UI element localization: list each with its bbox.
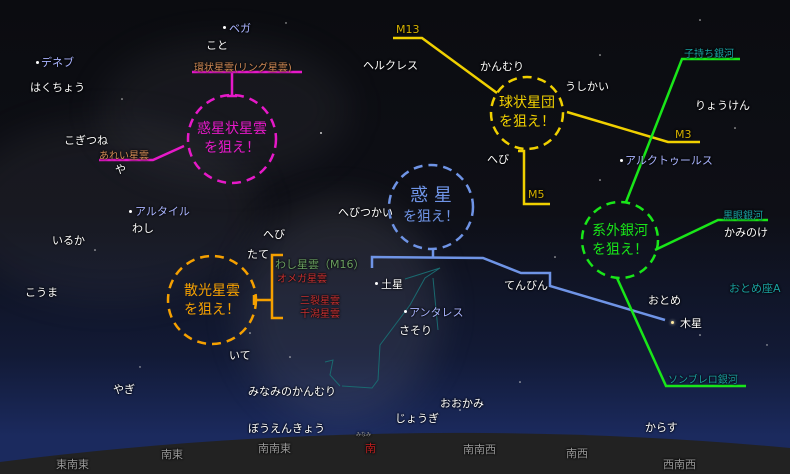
constellation-norma: じょうぎ bbox=[395, 412, 439, 425]
target-m3: M3 bbox=[675, 128, 692, 141]
constellation-sagitta: や bbox=[115, 163, 126, 176]
constellation-coma-berenices: かみのけ bbox=[724, 226, 768, 239]
star-arcturus: アルクトゥールス bbox=[625, 154, 713, 167]
star-antares: アンタレス bbox=[409, 306, 464, 319]
target-m13: M13 bbox=[396, 23, 420, 36]
constellation-serpens: へび bbox=[487, 153, 509, 166]
star-vega: ベガ bbox=[229, 22, 251, 35]
target-m5: M5 bbox=[528, 188, 545, 201]
direction-s-ruby: みなみ bbox=[356, 432, 372, 438]
direction-se: 南東 bbox=[161, 448, 183, 461]
scorpius-lines bbox=[324, 267, 441, 389]
target-sombrero-galaxy: ソンブレロ銀河 bbox=[668, 375, 738, 386]
target-eagle-nebula: わし星雲（M16） bbox=[275, 258, 365, 271]
constellation-delphinus: いるか bbox=[52, 234, 85, 247]
planet-saturn: 土星 bbox=[381, 278, 403, 291]
callout-title: 球状星団 bbox=[499, 95, 555, 111]
constellation-libra: てんびん bbox=[504, 279, 548, 292]
constellation-cygnus: はくちょう bbox=[30, 81, 85, 94]
constellation-ophiuchus: へびつかい bbox=[338, 206, 393, 219]
constellation-scutum: たて bbox=[247, 248, 269, 261]
constellation-corvus: からす bbox=[645, 421, 678, 434]
target-black-eye-galaxy: 黒眼銀河 bbox=[723, 211, 763, 222]
target-dumbbell-nebula: あれい星雲 bbox=[99, 151, 149, 162]
constellation-virgo: おとめ bbox=[648, 294, 681, 307]
direction-ese: 東南東 bbox=[56, 458, 89, 471]
constellation-equuleus: こうま bbox=[25, 286, 58, 299]
constellation-canes-venatici: りょうけん bbox=[695, 99, 750, 112]
constellation-aquila: わし bbox=[132, 222, 154, 235]
target-whirlpool-galaxy: 子持ち銀河 bbox=[684, 49, 734, 60]
constellation-capricornus: やぎ bbox=[113, 383, 135, 396]
constellation-hercules: ヘルクレス bbox=[363, 59, 418, 72]
star-deneb: デネブ bbox=[41, 56, 74, 69]
constellation-serpens-cauda: へび bbox=[263, 228, 285, 241]
callout-sub: を狙え！ bbox=[403, 209, 459, 225]
callout-title: 惑 星 bbox=[410, 185, 452, 206]
constellation-corona-borealis: かんむり bbox=[480, 60, 524, 73]
direction-wsw: 西南西 bbox=[663, 458, 696, 471]
diffuse-nebula-callout: 散光星雲を狙え！ bbox=[162, 282, 262, 320]
horizon-ground bbox=[0, 432, 790, 474]
constellation-lyra: こと bbox=[206, 39, 228, 52]
target-omega-nebula: オメガ星雲 bbox=[277, 274, 327, 285]
callout-sub: を狙え！ bbox=[184, 302, 240, 318]
direction-s: 南 bbox=[365, 442, 376, 455]
galaxy-callout: 系外銀河を狙え！ bbox=[570, 222, 670, 260]
callout-sub: を狙え！ bbox=[499, 114, 555, 130]
callout-title: 惑星状星雲 bbox=[197, 121, 267, 137]
planet-jupiter: 木星 bbox=[680, 317, 702, 330]
target-trifid-nebula: 三裂星雲 bbox=[300, 296, 340, 307]
callout-sub: を狙え！ bbox=[592, 242, 648, 258]
constellation-lupus: おおかみ bbox=[440, 397, 484, 410]
planetary-nebula-callout: 惑星状星雲を狙え！ bbox=[182, 120, 282, 158]
direction-sse: 南南東 bbox=[258, 442, 291, 455]
constellation-telescopium: ぼうえんきょう bbox=[248, 422, 325, 435]
globular-cluster-callout: 球状星団を狙え！ bbox=[477, 94, 577, 132]
planet-callout: 惑 星を狙え！ bbox=[381, 184, 481, 227]
callout-title: 散光星雲 bbox=[184, 283, 240, 299]
constellation-scorpius: さそり bbox=[399, 324, 432, 337]
constellation-corona-australis: みなみのかんむり bbox=[248, 385, 336, 398]
constellation-sagittarius: いて bbox=[229, 349, 251, 362]
callout-title: 系外銀河 bbox=[592, 223, 648, 239]
direction-ssw: 南南西 bbox=[463, 443, 496, 456]
target-ring-nebula: 環状星雲(リング星雲) bbox=[194, 63, 292, 74]
constellation-vulpecula: こぎつね bbox=[64, 134, 108, 147]
callout-sub: を狙え！ bbox=[204, 140, 260, 156]
direction-sw: 南西 bbox=[566, 447, 588, 460]
star-altair: アルタイル bbox=[135, 205, 190, 218]
target-virgo-a: おとめ座A bbox=[729, 282, 781, 295]
target-lagoon-nebula: 千潟星雲 bbox=[300, 309, 340, 320]
background-stars bbox=[94, 19, 768, 411]
constellation-bootes: うしかい bbox=[565, 80, 609, 93]
